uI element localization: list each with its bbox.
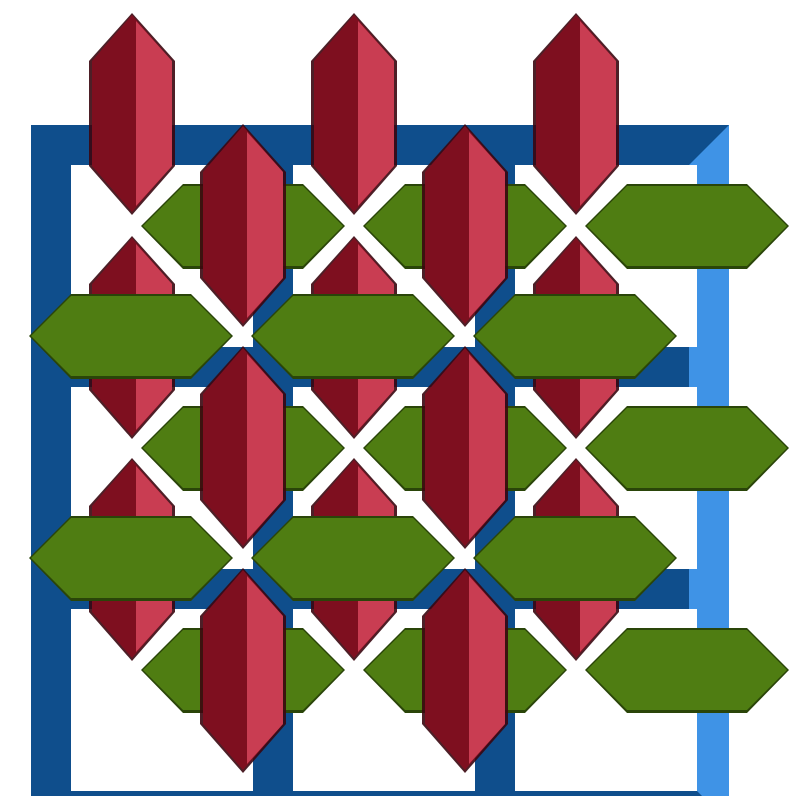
front-bar-a-1: [29, 516, 233, 601]
bar-body: [587, 630, 787, 710]
front-crystal-bot-1: [422, 568, 508, 773]
back-bar-c-1: [585, 406, 789, 491]
crystal-facet: [247, 354, 283, 540]
back-crystal-top-0: [89, 13, 175, 215]
bar-body: [253, 518, 453, 598]
bar-body: [475, 296, 675, 376]
front-horizontal-bars: [29, 294, 677, 601]
front-bar-b-1: [251, 516, 455, 601]
bar-body: [475, 518, 675, 598]
crystal-facet: [469, 354, 505, 540]
front-crystal-top-1: [422, 124, 508, 327]
bar-body: [587, 408, 787, 488]
back-crystal-top-1: [311, 13, 397, 215]
back-bar-c-2: [585, 628, 789, 713]
front-bar-a-0: [29, 294, 233, 379]
back-crystal-top-2: [533, 13, 619, 215]
front-crystal-top-0: [200, 124, 286, 327]
front-bar-c-1: [473, 516, 677, 601]
crystal-facet: [469, 132, 505, 318]
crystal-facet: [469, 576, 505, 764]
bar-body: [31, 296, 231, 376]
front-crystal-mid-1: [422, 346, 508, 549]
front-bar-b-0: [251, 294, 455, 379]
crystal-facet: [247, 576, 283, 764]
back-bar-c-0: [585, 184, 789, 269]
crystal-facet: [136, 21, 172, 206]
crystal-facet: [358, 21, 394, 206]
crystal-facet: [580, 21, 616, 206]
bar-body: [253, 296, 453, 376]
bar-body: [31, 518, 231, 598]
front-bar-c-0: [473, 294, 677, 379]
front-crystal-bot-0: [200, 568, 286, 773]
front-crystal-mid-0: [200, 346, 286, 549]
bar-body: [587, 186, 787, 266]
crystal-facet: [247, 132, 283, 318]
front-vertical-crystals: [200, 124, 508, 773]
